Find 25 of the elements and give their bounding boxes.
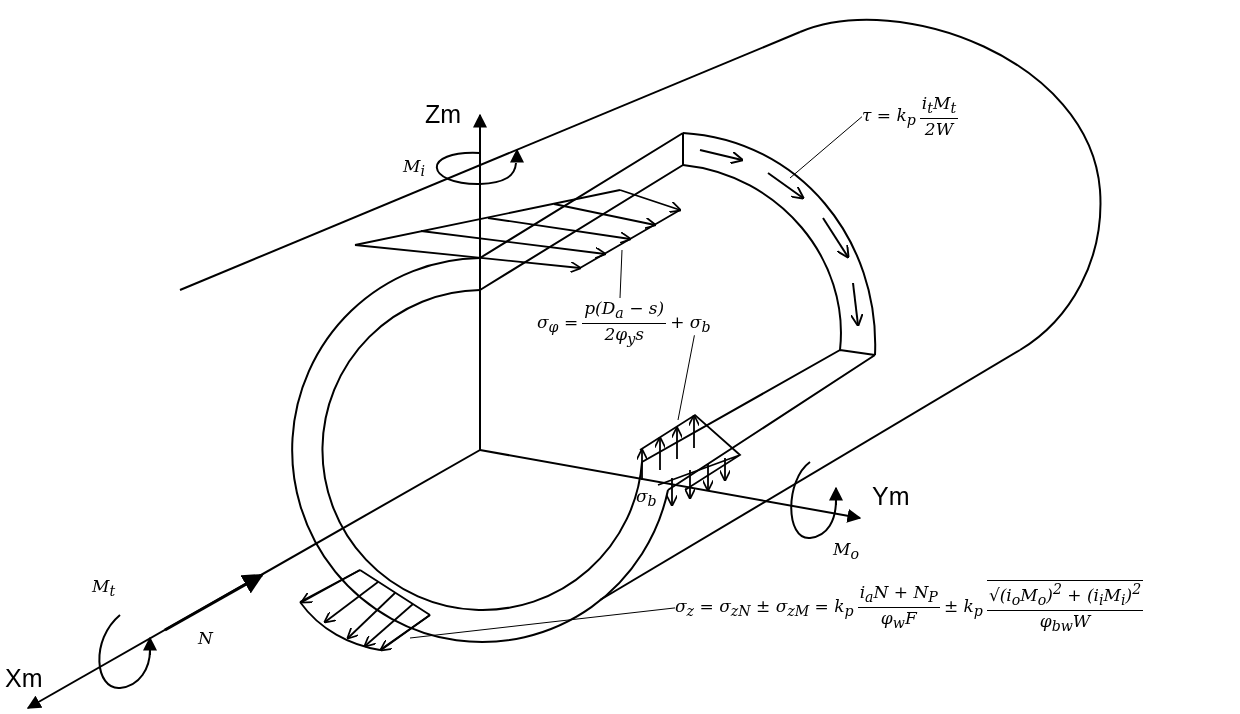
formula-text: ± k$_{p}$ <box>943 596 983 620</box>
leader-line <box>677 334 695 421</box>
force-label: N <box>198 630 213 647</box>
leader-line <box>409 607 676 639</box>
fraction-numerator: √(i$_{o}$M$_{o}$)$^{2}$ + (i$_{i}$M$_{i}$)$^{2}$ <box>986 580 1144 611</box>
axis-label: Ym <box>872 484 910 509</box>
fraction-numerator: i$_{t}$M$_{t}$ <box>919 93 959 120</box>
fraction-denominator: 2φ$_{y}$s <box>603 324 645 350</box>
fraction-denominator: 2W <box>923 119 956 141</box>
fraction-denominator: φ$_{w}$F <box>879 608 919 634</box>
fraction-numerator: i$_{a}$N + N$_{P}$ <box>857 582 940 609</box>
formula-text: + σ$_{b}$ <box>670 311 711 336</box>
fraction-numerator: p(D$_{a}$ − s) <box>582 298 667 325</box>
formula-text: σ$_{z}$ = σ$_{zN}$ ± σ$_{zM}$ = k$_{p}$ <box>675 596 854 620</box>
axis-label: Zm <box>425 102 462 127</box>
axis-label: Xm <box>5 666 43 691</box>
moment-label: M$_{i}$ <box>403 158 425 179</box>
fraction-denominator: φ$_{bw}$W <box>1038 610 1093 636</box>
formula-text: σ$_{φ}$ = <box>537 311 579 336</box>
stress-label: σ$_{b}$ <box>636 488 657 509</box>
formula-text: τ = k$_{p}$ <box>862 104 916 129</box>
moment-label: M$_{t}$ <box>92 578 116 599</box>
leader-line <box>789 116 863 179</box>
moment-label: M$_{o}$ <box>833 541 859 562</box>
leader-line <box>619 249 623 299</box>
